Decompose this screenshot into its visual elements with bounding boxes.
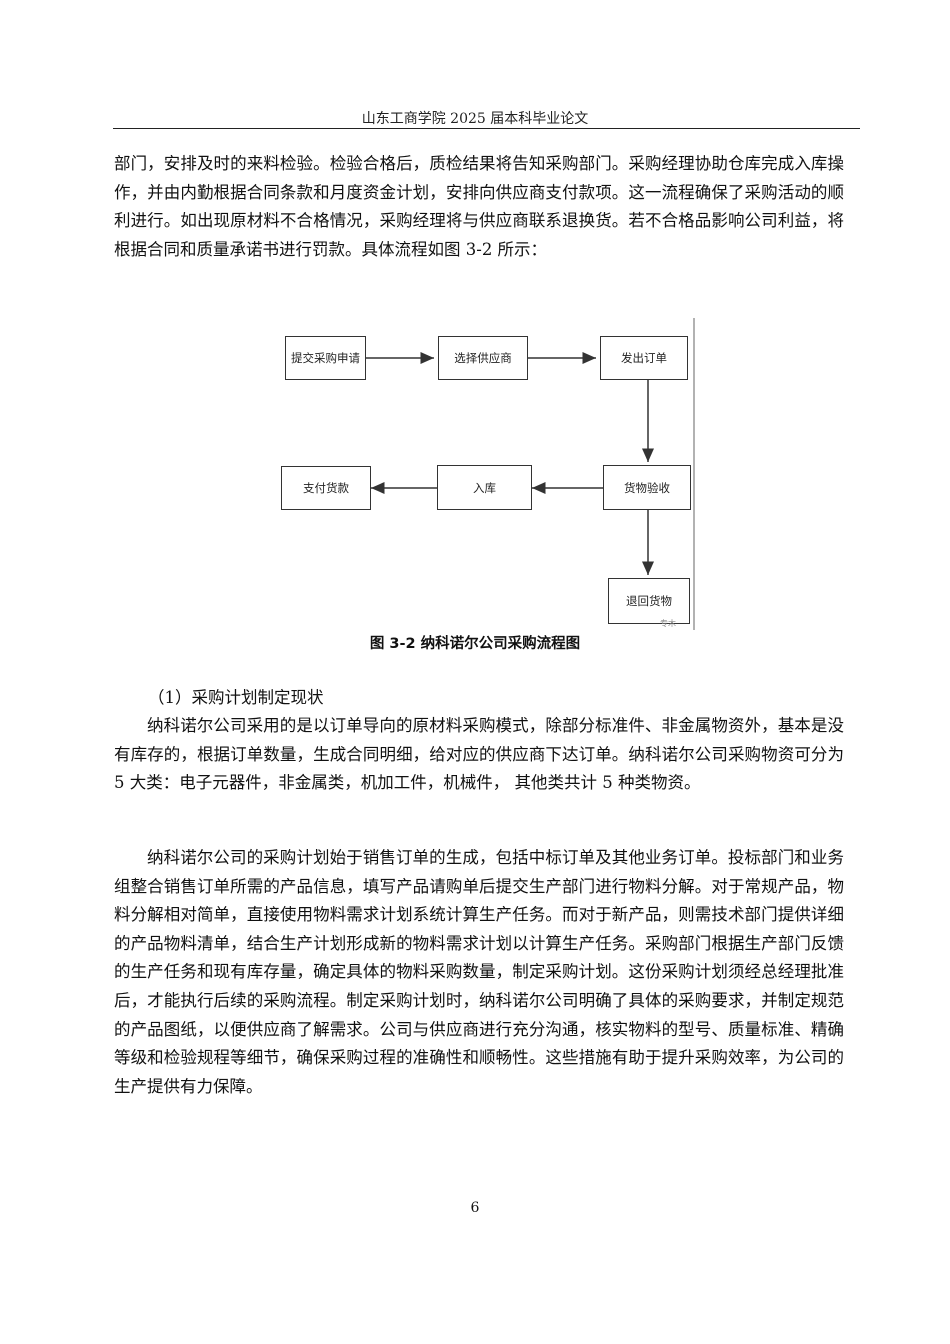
node-payment: 支付货款 xyxy=(281,466,371,510)
node-goods-inspection: 货物验收 xyxy=(603,465,691,510)
figure-watermark: 专木 xyxy=(660,619,676,628)
flowchart-figure: 提交采购申请 选择供应商 发出订单 货物验收 入库 支付货款 退回货物 专木 xyxy=(270,318,710,630)
running-header: 山东工商学院 2025 届本科毕业论文 xyxy=(361,111,589,127)
paragraph-1: 部门，安排及时的来料检验。检验合格后，质检结果将告知采购部门。采购经理协助仓库完… xyxy=(114,154,844,259)
node-submit-request: 提交采购申请 xyxy=(285,336,366,380)
paragraph-2: 纳科诺尔公司采用的是以订单导向的原材料采购模式，除部分标准件、非金属物资外，基本… xyxy=(114,716,844,793)
node-issue-order: 发出订单 xyxy=(600,336,688,380)
figure-caption: 图 3-2 纳科诺尔公司采购流程图 xyxy=(369,636,581,652)
paragraph-3: 纳科诺尔公司的采购计划始于销售订单的生成，包括中标订单及其他业务订单。投标部门和… xyxy=(114,848,844,1096)
flowchart-connectors xyxy=(366,318,695,630)
section-heading: （1）采购计划制定现状 xyxy=(148,688,324,707)
node-return-goods: 退回货物 xyxy=(608,578,690,624)
page-number: 6 xyxy=(470,1200,480,1216)
node-select-supplier: 选择供应商 xyxy=(438,336,528,380)
node-warehousing: 入库 xyxy=(437,465,532,510)
header-rule xyxy=(113,128,860,129)
